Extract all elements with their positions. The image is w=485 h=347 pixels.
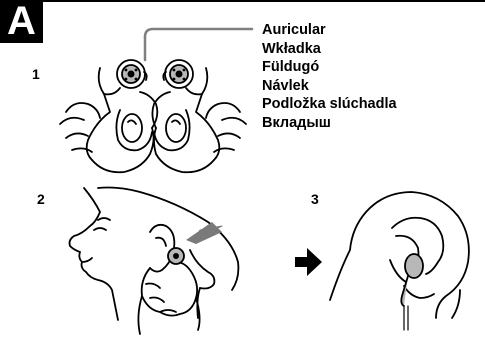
ear-closeup-illustration [330,192,469,330]
hands-with-earbuds-illustration [60,29,252,172]
next-step-arrow-icon [295,248,322,276]
head-profile-illustration [70,188,239,335]
leader-line-horizontal [145,29,252,37]
earbud-in-ear-closeup-icon [405,254,423,278]
